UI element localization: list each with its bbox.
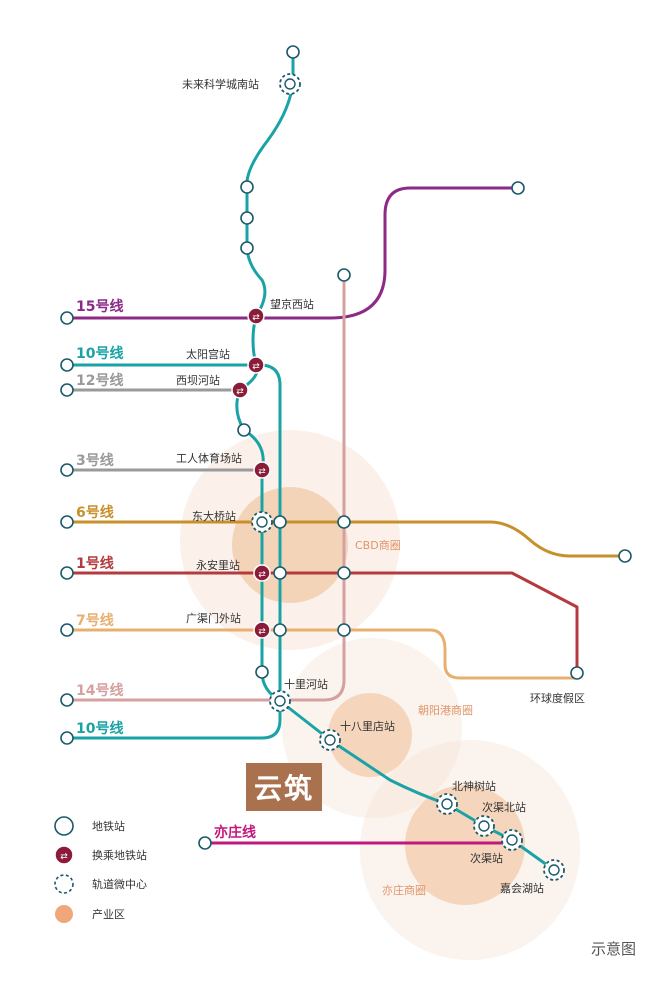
station-label: 嘉会湖站 <box>500 881 544 895</box>
station-dot <box>237 423 251 437</box>
transfer-icon: ⇄ <box>253 461 271 479</box>
station-dot <box>286 45 300 59</box>
line-label-yizhuang: 亦庄线 <box>214 824 256 841</box>
station-dot <box>240 211 254 225</box>
cbd-zone-inner <box>232 487 348 603</box>
station-dot <box>337 515 351 529</box>
line-7-path <box>65 628 579 680</box>
station-dot <box>240 241 254 255</box>
station-dot <box>60 515 74 529</box>
station-dot <box>255 665 269 679</box>
station-label: 十八里店站 <box>340 719 395 733</box>
zone-label-cbd: CBD商圈 <box>355 538 401 552</box>
industry-zones <box>180 430 580 960</box>
svg-text:⇄: ⇄ <box>252 362 260 372</box>
station-label: 次渠北站 <box>482 800 526 814</box>
station-label: 未来科学城南站 <box>182 77 259 91</box>
line-14-upper-path <box>65 273 346 702</box>
station-label: 西坝河站 <box>176 373 220 387</box>
legend-hub-icon <box>54 874 74 894</box>
station-dot <box>60 566 74 580</box>
line-label-3: 3号线 <box>76 452 114 469</box>
station-label: 次渠站 <box>470 851 503 865</box>
station-dot <box>60 383 74 397</box>
station-label: 北神树站 <box>452 779 496 793</box>
legend-industry-icon <box>55 905 73 923</box>
station-dot <box>198 836 212 850</box>
station-dot <box>273 566 287 580</box>
svg-text:⇄: ⇄ <box>258 467 266 477</box>
line-1-path <box>65 571 579 675</box>
station-label: 环球度假区 <box>530 691 585 705</box>
station-dot <box>570 666 584 680</box>
legend-transfer-icon <box>54 845 74 865</box>
station-dot <box>60 731 74 745</box>
project-brand-badge: 云筑 <box>246 763 322 811</box>
svg-text:⇄: ⇄ <box>258 570 266 580</box>
schematic-note: 示意图 <box>590 940 636 958</box>
station-dot <box>60 463 74 477</box>
transfer-icon: ⇄ <box>253 564 271 582</box>
station-dot <box>273 623 287 637</box>
legend: 地铁站 ⇄ 换乘地铁站 轨道微中心 产业区 <box>54 816 147 923</box>
line-label-10-south: 10号线 <box>76 720 123 737</box>
line-label-10: 10号线 <box>76 345 123 362</box>
line-6-path <box>65 520 627 558</box>
station-dot <box>60 311 74 325</box>
svg-text:⇄: ⇄ <box>60 852 68 862</box>
line-label-7: 7号线 <box>76 612 114 629</box>
line-label-6: 6号线 <box>76 504 114 521</box>
station-dot <box>337 566 351 580</box>
station-dot <box>618 549 632 563</box>
line-label-15: 15号线 <box>76 298 123 315</box>
station-dot <box>60 358 74 372</box>
line-label-12: 12号线 <box>76 372 123 389</box>
svg-text:⇄: ⇄ <box>252 313 260 323</box>
station-label: 工人体育场站 <box>176 451 242 465</box>
chaoyanggang-zone-inner <box>328 693 412 777</box>
station-label: 广渠门外站 <box>186 611 241 625</box>
line-label-14: 14号线 <box>76 682 123 699</box>
station-dot <box>337 623 351 637</box>
legend-metro-icon <box>54 816 74 836</box>
zone-label-yizhuang: 亦庄商圈 <box>382 883 426 897</box>
line-10-path <box>65 363 282 740</box>
station-dot <box>60 693 74 707</box>
legend-metro-label: 地铁站 <box>92 819 125 833</box>
station-dot <box>337 268 351 282</box>
transfer-stations: ⇄ ⇄ ⇄ ⇄ ⇄ ⇄ <box>231 307 271 639</box>
transfer-icon: ⇄ <box>253 621 271 639</box>
station-label: 十里河站 <box>284 677 328 691</box>
line-15-path <box>65 186 520 320</box>
transfer-icon: ⇄ <box>247 307 265 325</box>
station-label: 永安里站 <box>196 558 240 572</box>
legend-transfer-label: 换乘地铁站 <box>92 848 147 862</box>
station-label: 东大桥站 <box>192 509 236 523</box>
station-dot <box>60 623 74 637</box>
station-label: 太阳宫站 <box>186 347 230 361</box>
svg-text:⇄: ⇄ <box>236 387 244 397</box>
transfer-icon: ⇄ <box>231 381 249 399</box>
legend-hub-label: 轨道微中心 <box>92 877 147 891</box>
transfer-icon: ⇄ <box>247 356 265 374</box>
zone-label-chaoyanggang: 朝阳港商圈 <box>418 703 473 717</box>
station-dot <box>511 181 525 195</box>
svg-text:⇄: ⇄ <box>258 627 266 637</box>
line-label-1: 1号线 <box>76 555 114 572</box>
station-dot <box>273 515 287 529</box>
yizhuang-zone-inner <box>405 785 525 905</box>
station-label: 望京西站 <box>270 297 314 311</box>
legend-industry-label: 产业区 <box>92 907 125 921</box>
station-dot <box>240 180 254 194</box>
